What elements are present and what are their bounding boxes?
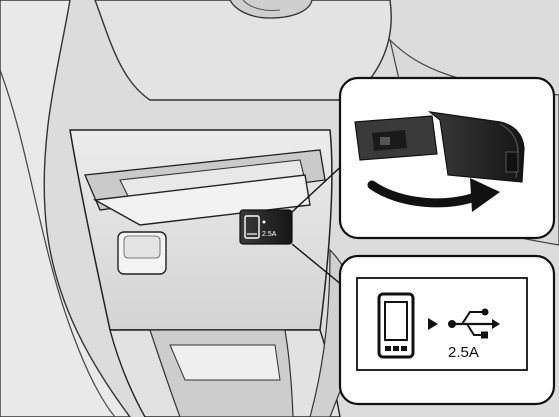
cover-callout-panel: [338, 76, 556, 240]
smartphone-icon: [377, 292, 415, 359]
svg-text:2.5A: 2.5A: [262, 231, 277, 238]
usb-cover-flap: [354, 111, 525, 183]
usb-icon: [448, 308, 500, 339]
usb-current-label: 2.5A: [448, 344, 479, 361]
callout-leader-lines: [291, 159, 349, 291]
play-arrow-icon: [428, 318, 438, 330]
curved-arrow-icon: [367, 178, 500, 212]
charging-callout-panel: 2.5A: [338, 254, 556, 406]
usb-port: 2.5A: [239, 209, 293, 245]
